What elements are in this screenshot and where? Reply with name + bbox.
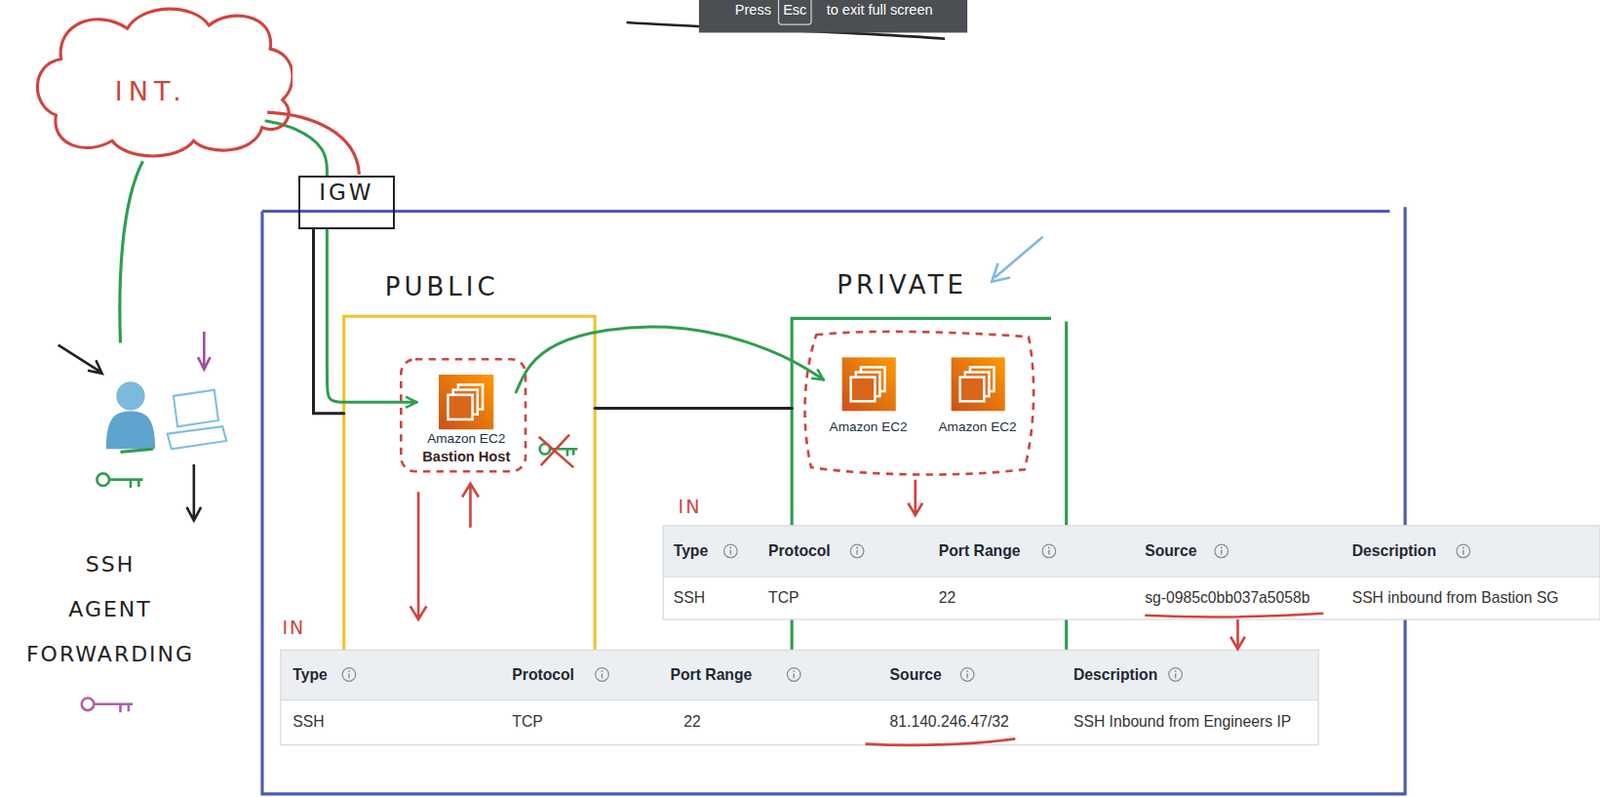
cloud-outline bbox=[25, 2, 293, 160]
pointer-arrow bbox=[907, 479, 923, 516]
private-subnet: PRIVATEAmazon EC2Amazon EC2 bbox=[791, 315, 1067, 526]
connector bbox=[313, 229, 345, 413]
key-frame bbox=[779, 0, 812, 25]
table-cell: sg-0985c0bb037a5058b bbox=[1144, 588, 1310, 607]
rules-table bbox=[280, 649, 1319, 744]
table-header: Type bbox=[292, 665, 327, 684]
highlight-underline bbox=[1144, 613, 1324, 618]
key-icon bbox=[81, 698, 133, 713]
ec2-instance: Amazon EC2 bbox=[933, 351, 1023, 440]
user-link bbox=[119, 160, 144, 343]
pointer-arrow bbox=[462, 483, 479, 528]
subnet-heading: PRIVATE bbox=[836, 270, 968, 300]
table-header: Description bbox=[1073, 665, 1158, 684]
table-cell: TCP bbox=[768, 588, 799, 607]
instance-label: Amazon EC2 bbox=[422, 430, 510, 448]
table-cell: TCP bbox=[511, 712, 543, 731]
table-header: Type bbox=[673, 542, 708, 560]
public-subnet: PUBLICAmazon EC2Bastion Host bbox=[344, 315, 595, 650]
table-cell: SSH bbox=[292, 712, 324, 731]
crossed-key bbox=[539, 434, 579, 468]
instance-label: Amazon EC2 bbox=[829, 419, 908, 436]
laptop-icon bbox=[167, 390, 228, 450]
table-cell: SSH bbox=[673, 588, 705, 607]
table-cell: 81.140.246.47/32 bbox=[890, 712, 1010, 731]
instance-label: Amazon EC2 bbox=[938, 419, 1017, 436]
ec2-instance: Amazon EC2 bbox=[823, 351, 914, 440]
user-icon bbox=[116, 381, 145, 410]
ec2-icon bbox=[950, 356, 1005, 411]
table-header: Source bbox=[1144, 542, 1197, 560]
annotation-note: SSH AGENT FORWARDING bbox=[26, 542, 195, 677]
public-subnet-outline bbox=[344, 315, 595, 650]
table-header: Port Range bbox=[670, 665, 753, 684]
internet-gateway: IGW bbox=[298, 175, 395, 230]
table-cell: 22 bbox=[938, 588, 956, 607]
key-caption: Esc bbox=[782, 1, 807, 18]
connector bbox=[326, 229, 417, 402]
table-header: Description bbox=[1352, 542, 1437, 560]
table-header: Protocol bbox=[768, 542, 831, 560]
rules-table bbox=[663, 525, 1600, 620]
route-line bbox=[267, 112, 359, 175]
gateway-label: IGW bbox=[318, 179, 374, 205]
instance-role: Bastion Host bbox=[422, 447, 510, 466]
table-cell: SSH inbound from Bastion SG bbox=[1352, 588, 1560, 607]
connector bbox=[266, 120, 327, 176]
fullscreen-overlay bbox=[699, 0, 968, 33]
direction-label: IN bbox=[281, 616, 306, 638]
ec2-icon bbox=[841, 356, 896, 411]
internet-cloud: INT. bbox=[25, 2, 293, 160]
table-cell: SSH Inbound from Engineers IP bbox=[1073, 712, 1291, 731]
pointer-arrow bbox=[58, 345, 103, 374]
table-header: Source bbox=[890, 665, 942, 684]
security-group bbox=[400, 358, 526, 471]
table-cell: 22 bbox=[683, 712, 701, 731]
fullscreen-hint: Press bbox=[735, 1, 772, 18]
direction-label: IN bbox=[678, 495, 703, 517]
security-group bbox=[804, 331, 1034, 475]
ec2-icon bbox=[438, 374, 495, 430]
pointer-arrow bbox=[187, 464, 202, 521]
bastion-host: Amazon EC2Bastion Host bbox=[416, 369, 516, 469]
key-icon bbox=[96, 472, 143, 488]
connector bbox=[515, 326, 823, 392]
pointer-arrow bbox=[197, 331, 211, 370]
user-icon bbox=[106, 411, 156, 450]
highlight-underline bbox=[864, 738, 1015, 744]
vpc-boundary bbox=[262, 206, 1405, 794]
subnet-heading: PUBLIC bbox=[385, 272, 500, 302]
fullscreen-hint: to exit full screen bbox=[826, 1, 934, 18]
table-header: Port Range bbox=[938, 542, 1021, 560]
pointer-arrow bbox=[1230, 619, 1246, 649]
underline bbox=[119, 448, 153, 452]
cloud-label: INT. bbox=[115, 76, 188, 107]
pointer-arrow bbox=[991, 236, 1043, 282]
table-header: Protocol bbox=[511, 665, 575, 684]
connector bbox=[594, 406, 792, 410]
pointer-arrow bbox=[410, 491, 428, 620]
cloud-outline bbox=[38, 8, 294, 157]
